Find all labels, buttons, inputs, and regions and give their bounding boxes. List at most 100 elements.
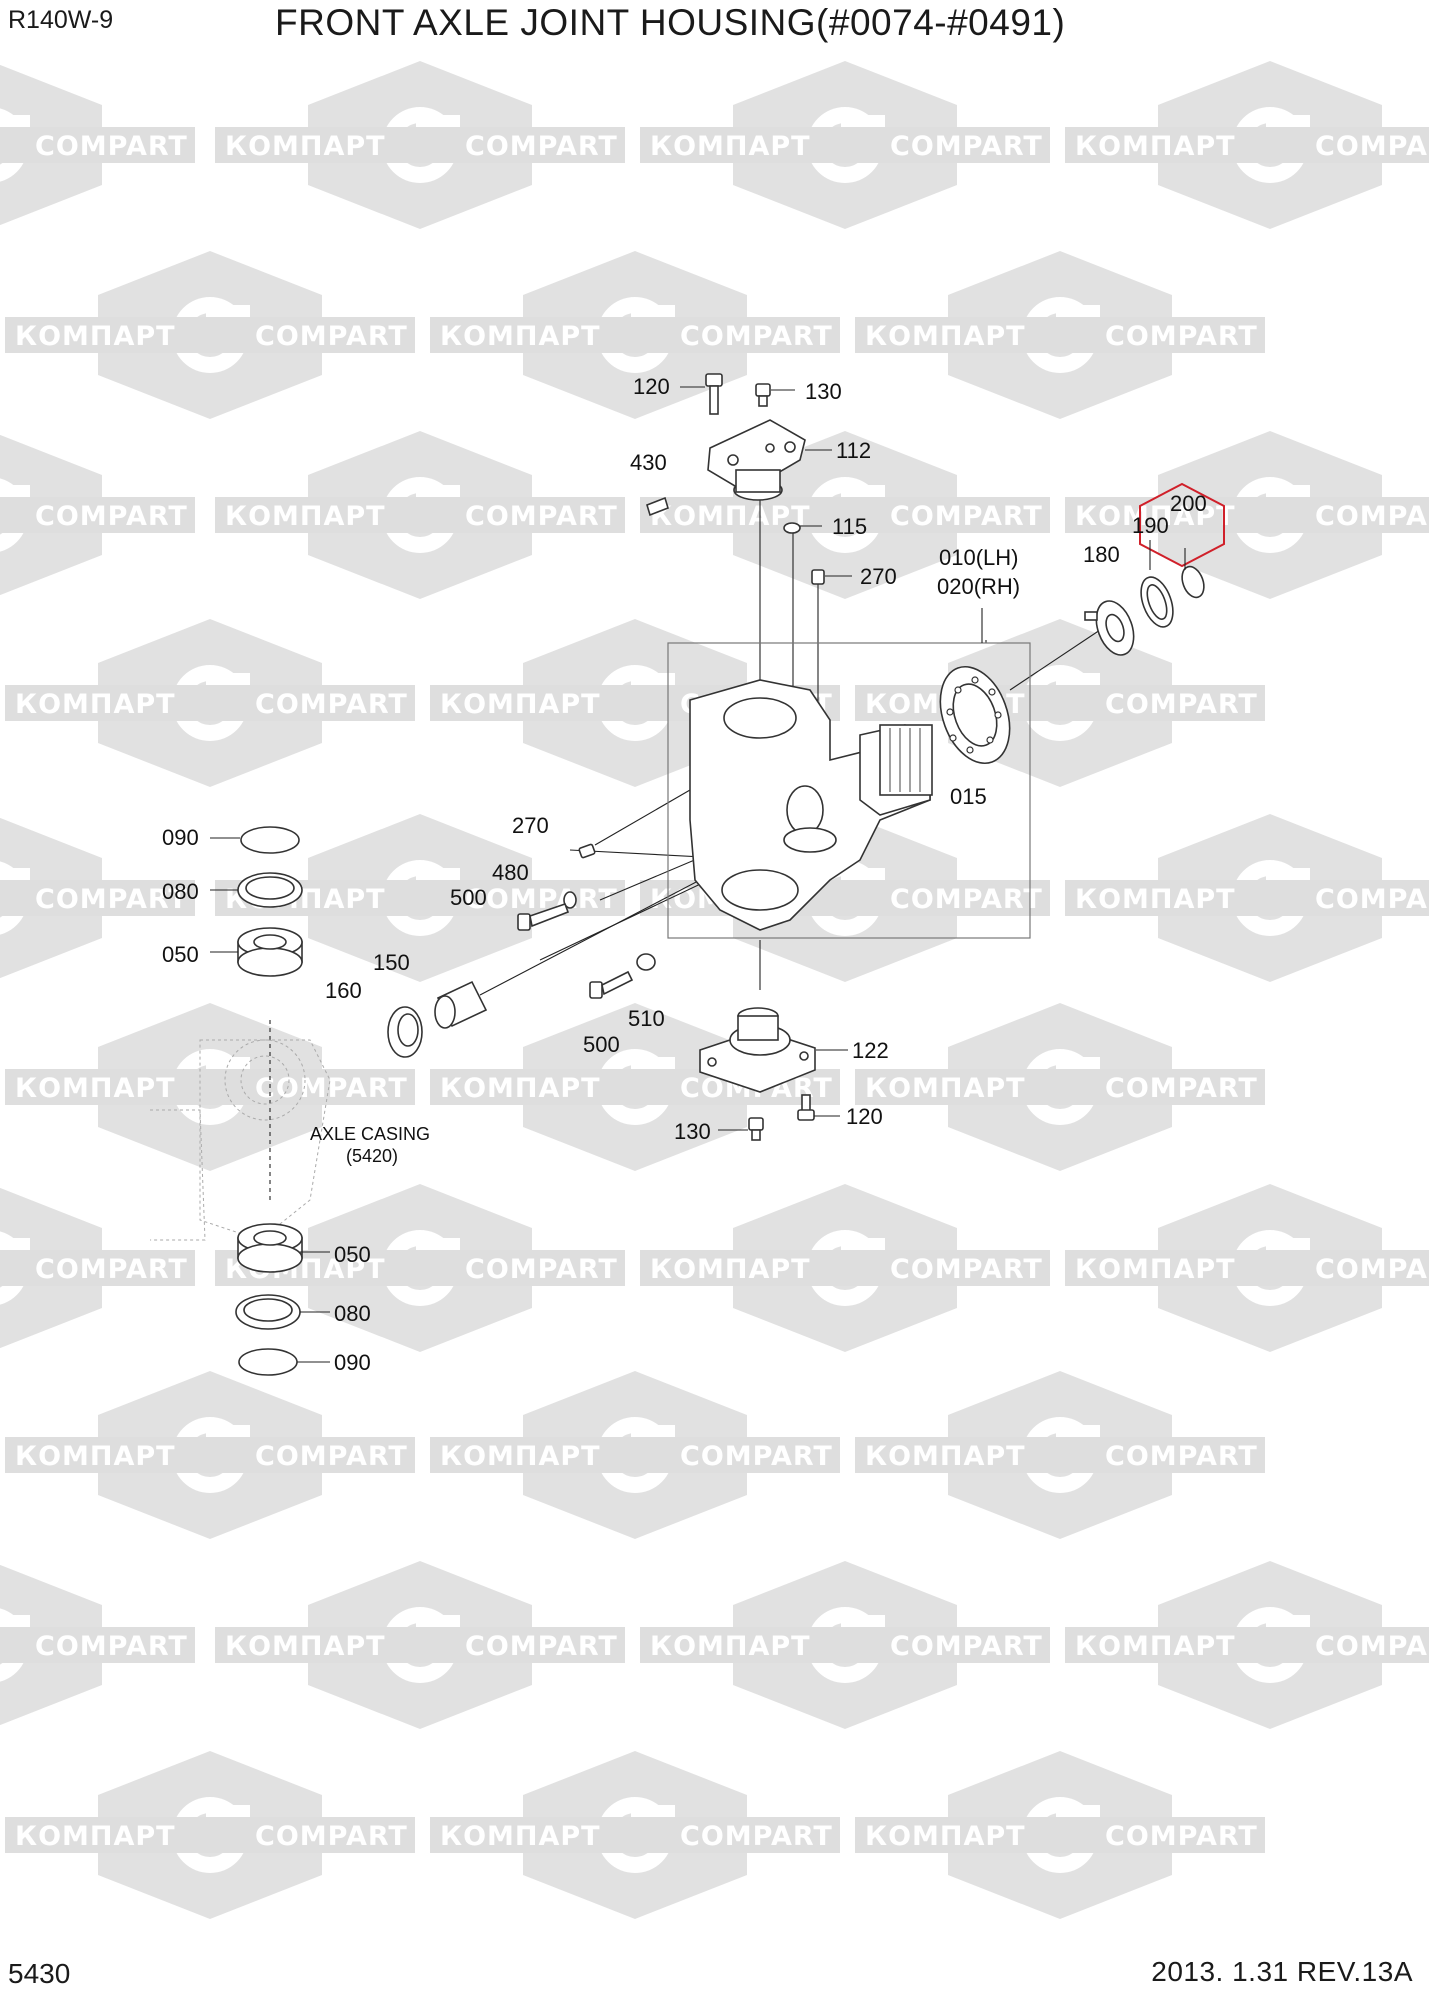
watermark-text-cyrillic: КОМПАРТ [1075,1631,1236,1662]
watermark-text-latin: COMPART [255,689,408,720]
axle-casing-outline [150,1039,331,1241]
watermark-text-latin: COMPART [1315,131,1429,162]
watermark-band [5,317,415,353]
leader-lines [269,440,1101,1200]
watermark-text-cyrillic: КОМПАРТ [650,131,811,162]
watermark-text-latin: COMPART [465,131,618,162]
watermark-text-latin: COMPART [890,131,1043,162]
watermark-text-latin: COMPART [255,1441,408,1472]
watermark-text-latin: COMPART [680,1821,833,1852]
callout-015: 015 [950,784,987,809]
watermark-text-cyrillic: КОМПАРТ [865,321,1026,352]
watermark-band [1065,1627,1429,1663]
bolt-500-bottom [589,970,634,999]
watermark-band [0,127,195,163]
callout-130-bottom: 130 [674,1119,711,1144]
watermark-band [430,317,840,353]
watermark-text-cyrillic: КОМПАРТ [650,1631,811,1662]
watermark-band [640,1250,1050,1286]
watermark-text-cyrillic: КОМПАРТ [650,1254,811,1285]
callout-500-mid: 500 [450,885,487,910]
watermark-text-latin: COMPART [1315,1631,1429,1662]
o-ring-090-top [240,826,300,854]
watermark-text-latin: COMPART [35,1631,188,1662]
o-ring-090-bottom [238,1348,298,1376]
watermark-band [1065,127,1429,163]
watermark-band [5,1817,415,1853]
watermark-text-latin: COMPART [465,1631,618,1662]
watermark-text-cyrillic: КОМПАРТ [15,689,176,720]
watermark-text-latin: COMPART [890,1254,1043,1285]
watermark-text-cyrillic: КОМПАРТ [1075,131,1236,162]
watermark-text-cyrillic: КОМПАРТ [440,1441,601,1472]
grease-fitting-130-top [755,383,771,407]
plug-270-mid [578,843,596,859]
watermark-text-latin: COMPART [465,884,618,915]
watermark-band [215,127,625,163]
callout-160: 160 [325,978,362,1003]
watermark-text-latin: COMPART [1315,501,1429,532]
seal-080-bottom [235,1294,301,1330]
axle-casing-label: AXLE CASING [310,1124,430,1144]
callout-050-top: 050 [162,942,199,967]
watermark-band [855,685,1265,721]
watermark-band [5,1069,415,1105]
watermark-text-latin: COMPART [1315,884,1429,915]
page-title: FRONT AXLE JOINT HOUSING(#0074-#0491) [275,2,1066,43]
callout-050-bottom: 050 [334,1242,371,1267]
callout-120-top: 120 [633,374,670,399]
bearing-050-bottom [237,1223,303,1273]
assembly-frame [667,642,1031,939]
callout-270-top: 270 [860,564,897,589]
watermark-text-latin: COMPART [465,1254,618,1285]
seal-080-top [237,872,303,908]
watermark-text-cyrillic: КОМПАРТ [440,1073,601,1104]
watermark-text-latin: COMPART [890,1631,1043,1662]
callout-080-top: 080 [162,879,199,904]
watermark-text-latin: COMPART [35,884,188,915]
washer-480 [563,891,577,909]
watermark-text-latin: COMPART [255,1821,408,1852]
watermark-band [0,880,195,916]
watermark-text-latin: COMPART [35,501,188,532]
watermark-text-cyrillic: КОМПАРТ [1075,884,1236,915]
watermark-text-latin: COMPART [890,501,1043,532]
callout-430: 430 [630,450,667,475]
watermark-text-cyrillic: КОМПАРТ [1075,501,1236,532]
watermark-text-cyrillic: КОМПАРТ [440,321,601,352]
watermark-text-cyrillic: КОМПАРТ [440,689,601,720]
seal-160 [387,1006,423,1058]
watermark-text-cyrillic: КОМПАРТ [15,1821,176,1852]
callout-130-top: 130 [805,379,842,404]
bearing-050-top [237,927,303,977]
callout-120-bottom: 120 [846,1104,883,1129]
watermark-band [1065,497,1429,533]
cap-122 [699,1007,816,1093]
callout-115: 115 [832,514,867,539]
callout-010-lh: 010(LH) [939,545,1018,570]
callout-112: 112 [836,438,871,463]
watermark-text-cyrillic: КОМПАРТ [225,131,386,162]
bolt-120-bottom [797,1094,815,1121]
highlight-marker [1139,482,1225,568]
revision-date: 2013. 1.31 REV.13A [1151,1956,1413,1987]
thrust-washer-180 [1084,600,1135,656]
watermark-text-latin: COMPART [1105,1073,1258,1104]
callout-270-mid: 270 [512,813,549,838]
callout-leaders [210,386,852,1363]
bushing-150 [434,980,488,1029]
watermark-band [5,685,415,721]
callout-200: 200 [1170,491,1207,516]
watermark-layer: КОМПАРТ COMPART КОМПАРТ COMPART КОМПАРТ COMPA… [0,61,1429,1919]
watermark-band [855,317,1265,353]
watermark-band [215,497,625,533]
watermark-text-latin: COMPART [680,1441,833,1472]
grease-fitting-130-bottom [748,1117,764,1141]
model-code: R140W-9 [8,6,114,34]
page-number: 5430 [8,1958,71,1989]
watermark-text-cyrillic: КОМПАРТ [15,1073,176,1104]
watermark-band [640,1627,1050,1663]
callout-500-bottom: 500 [583,1032,620,1057]
plug-270-top [811,569,825,585]
watermark-band [0,497,195,533]
